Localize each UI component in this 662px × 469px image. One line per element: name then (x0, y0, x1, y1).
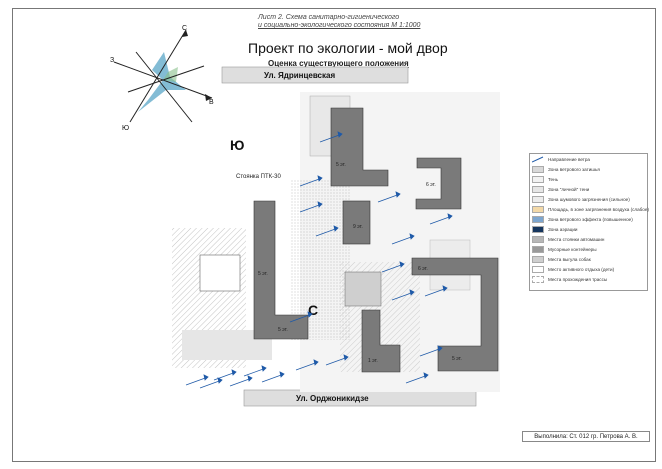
parking-label: Стоянка ПТК-30 (236, 174, 281, 180)
building-label: 6 эт. (426, 182, 436, 188)
building-northeast (415, 157, 462, 210)
street-top-label: Ул. Ядринцевская (264, 71, 335, 80)
legend-swatch (532, 176, 544, 183)
wind-arrows (185, 131, 453, 389)
compass-axis-nw-se (135, 51, 193, 123)
legend-item: Зона "личной" тени (532, 185, 589, 194)
legend-item: Зона ветрового эффекта (повышенное) (532, 215, 633, 224)
legend-swatch (532, 236, 544, 243)
legend-swatch (532, 216, 544, 223)
building-label: 5 эт. (278, 327, 288, 333)
arrow-north-icon (182, 30, 188, 37)
building-north (330, 107, 389, 187)
wind-rose-area (138, 52, 186, 112)
map-letter-south: Ю (230, 137, 244, 153)
playground (199, 254, 241, 292)
legend-item: Тень (532, 175, 558, 184)
legend-item: Площадь, в зоне загрязнения воздуха (сла… (532, 205, 649, 214)
wind-arrow-icon (532, 156, 544, 163)
legend-item: Зона аэрации (532, 225, 577, 234)
wind-rose-compass: С Ю З В (110, 25, 214, 132)
map-legend: Направление ветра Зона ветрового затишья… (529, 153, 649, 291)
legend-item: Зона ветрового затишья (532, 165, 600, 174)
sheet-frame (12, 8, 656, 462)
legend-swatch (532, 186, 544, 193)
legend-swatch (532, 196, 544, 203)
assessment-title: Оценка существующего положения (268, 59, 409, 68)
street-bottom-label: Ул. Орджоникидзе (296, 394, 369, 403)
building-label: 5 эт. (258, 271, 268, 277)
sheet-title: Лист 2. Схема санитарно-гигиенического (258, 14, 400, 21)
legend-swatch (532, 226, 544, 233)
legend-swatch (532, 206, 544, 213)
street-top (221, 66, 409, 84)
legend-item: Зона шумового загрязнения (сильное) (532, 195, 630, 204)
legend-swatch (532, 246, 544, 253)
legend-item: Место активного отдыха (дети) (532, 265, 614, 274)
building-south (361, 309, 401, 373)
compass-west-label: З (110, 57, 114, 64)
compass-south-label: Ю (122, 125, 129, 132)
legend-item: Направление ветра (532, 155, 590, 164)
compass-north-label: С (182, 25, 187, 32)
building-label: 5 эт. (452, 356, 462, 362)
compass-east-label: В (209, 99, 214, 106)
legend-swatch (532, 166, 544, 173)
compass-axis-sw-ne (127, 65, 205, 93)
building-label: 5 эт. (336, 162, 346, 168)
garage-block (344, 271, 382, 307)
building-center (342, 200, 371, 245)
building-label: 9 эт. (353, 224, 363, 230)
legend-item: Места выгула собак (532, 255, 591, 264)
author-stamp: Выполнила: Ст. 012 гр. Петрова А. В. (522, 431, 650, 442)
legend-item: Мусорные контейнеры (532, 245, 597, 254)
building-l-west (253, 200, 309, 340)
building-label: 6 эт. (418, 266, 428, 272)
map-letter-north: С (308, 302, 318, 318)
arrow-east-icon (205, 94, 212, 101)
building-label: 1 эт. (368, 358, 378, 364)
legend-swatch (532, 266, 544, 273)
legend-item: Места стоянки автомашин (532, 235, 604, 244)
legend-swatch (532, 276, 544, 283)
legend-swatch (532, 256, 544, 263)
project-title: Проект по экологии - мой двор (248, 40, 448, 56)
sheet-subtitle: и социально-экологического состояния М 1… (258, 22, 421, 29)
compass-axis-north-south (129, 29, 187, 123)
legend-item: Места прохождения трассы (532, 275, 607, 284)
